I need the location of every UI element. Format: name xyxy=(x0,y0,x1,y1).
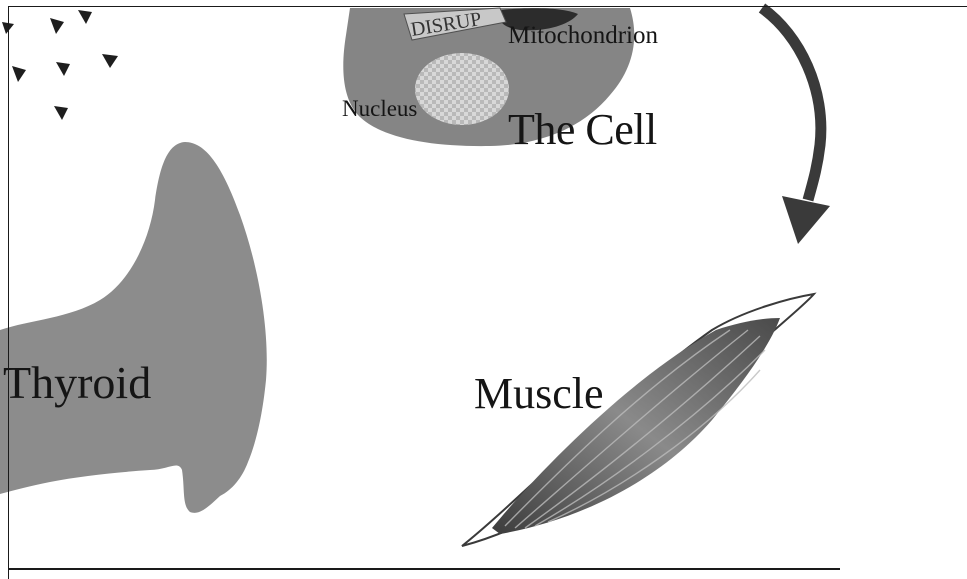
hormone-particle-icon xyxy=(12,66,26,82)
muscle-illustration xyxy=(462,294,814,546)
nucleus-label: Nucleus xyxy=(342,96,417,122)
mitochondrion-label: Mitochondrion xyxy=(508,22,658,50)
muscle-belly xyxy=(492,318,780,534)
frame-top-border xyxy=(8,6,967,7)
frame-left-border xyxy=(8,6,9,579)
frame-bottom-rule xyxy=(8,568,840,570)
hormone-particle-icon xyxy=(102,54,118,68)
curved-arrow-icon xyxy=(762,8,830,244)
hormone-particle-icon xyxy=(78,10,92,24)
hormone-particle-icon xyxy=(56,62,70,76)
thyroid-gland xyxy=(0,142,267,513)
nucleus-shape xyxy=(415,53,509,125)
hormone-particles xyxy=(2,10,118,120)
thyroid-label: Thyroid xyxy=(3,356,151,409)
muscle-label: Muscle xyxy=(474,368,604,419)
curved-arrow-shaft xyxy=(762,8,821,200)
curved-arrow-head xyxy=(782,196,830,244)
hormone-particle-icon xyxy=(50,18,64,34)
hormone-particle-icon xyxy=(54,106,68,120)
cell-label: The Cell xyxy=(508,104,657,155)
